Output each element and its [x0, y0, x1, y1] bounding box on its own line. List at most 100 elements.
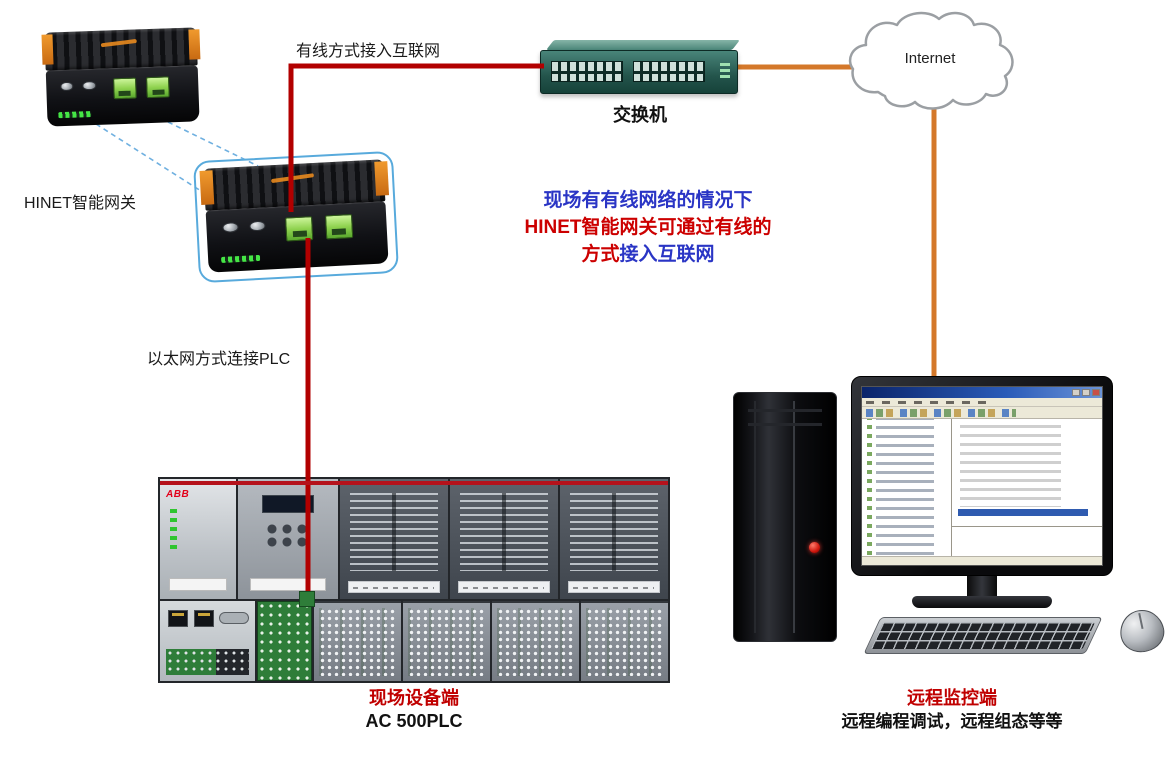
tower-panel-seam: [793, 401, 796, 633]
plc-io-channel-labels: [460, 493, 548, 571]
plc-terminal-block: [314, 601, 401, 681]
plc-io-module: [340, 479, 448, 599]
maximize-button-icon: [1082, 389, 1090, 396]
internet-cloud-icon: [848, 11, 1014, 110]
monitor-stand: [967, 576, 997, 596]
plc-ethernet-plug: [299, 591, 315, 607]
note-line2-emphasis: 有线的: [714, 217, 772, 238]
plc-keypad: [266, 523, 310, 549]
switch-led-strip: [720, 63, 730, 81]
monitor-screen: [861, 386, 1103, 566]
gateway-front-panel: [205, 200, 389, 273]
window-toolbar: [862, 407, 1102, 419]
plc-terminal-row: [160, 601, 668, 681]
plc-lcd-display: [262, 495, 314, 513]
plc-label-strip: [458, 581, 550, 593]
note-line1-text: 现场有有线网络的情况下: [543, 190, 753, 211]
window-menu-bar: [862, 398, 1102, 407]
property-rows: [960, 425, 1094, 508]
tower-drive-slot: [748, 423, 822, 426]
terminal-dot-grid: [319, 608, 396, 676]
terminal-dot-grid: [408, 608, 485, 676]
gateway-label: HINET智能网关: [24, 195, 137, 212]
plc-comm-terminals: [166, 649, 249, 675]
note-line2-prefix: HINET智能网关可通过: [524, 217, 715, 238]
switch-port-block: [551, 61, 623, 82]
panel-splitter: [952, 525, 1102, 527]
note-line-1: 现场有有线网络的情况下: [470, 187, 826, 214]
lan-port-icon: [285, 215, 314, 242]
keyboard: [863, 617, 1103, 654]
gateway-mount-ear: [41, 34, 54, 66]
field-caption-subtitle: AC 500PLC: [365, 711, 463, 731]
plc-terminal-block: [492, 601, 579, 681]
switch-top-face: [545, 40, 740, 50]
gateway-mount-ear: [374, 161, 389, 196]
switch-body: [540, 50, 738, 94]
close-button-icon: [1092, 389, 1100, 396]
plc-led-column: [170, 509, 177, 551]
gateway-device: [199, 159, 389, 273]
selected-row-highlight: [958, 509, 1088, 517]
rj45-port-icon: [168, 610, 188, 627]
lan-port-icon: [324, 213, 354, 239]
lan-port-icon: [146, 76, 170, 99]
window-title-bar: [862, 387, 1102, 398]
terminal-dot-grid: [586, 608, 663, 676]
window-status-bar: [862, 556, 1102, 565]
cloud-shape: [848, 11, 1014, 110]
plc-label-strip: [250, 578, 326, 591]
tower-power-button: [808, 541, 820, 553]
plc-cpu-module: [238, 479, 338, 599]
gateway-device-small: [41, 27, 201, 127]
gateway-front-panel: [45, 64, 200, 127]
wired-link-label: 有线方式接入互联网: [296, 43, 441, 60]
antenna-connector-icon: [59, 81, 74, 92]
monitor-bezel: [851, 376, 1113, 576]
lan-port-icon: [112, 77, 137, 100]
note-text: 现场有有线网络的情况下 HINET智能网关可通过有线的 方式接入互联网: [470, 187, 826, 268]
field-caption: 现场设备端 AC 500PLC: [314, 687, 514, 733]
pc-tower: [733, 392, 837, 642]
antenna-connector-icon: [222, 222, 240, 234]
rj45-port-icon: [194, 610, 214, 627]
plc-red-stripe: [160, 481, 668, 485]
plc-rack: ABB: [158, 477, 670, 683]
antenna-connector-icon: [82, 80, 97, 91]
plc-link-label: 以太网方式连接PLC: [147, 351, 291, 368]
note-line-2: HINET智能网关可通过有线的: [470, 214, 826, 241]
terminal-dot-grid: [497, 608, 574, 676]
gateway-led-strip: [220, 254, 261, 264]
field-caption-title: 现场设备端: [369, 688, 459, 708]
gateway-led-strip: [57, 111, 92, 119]
gateway-logo: [270, 173, 314, 184]
plc-label-strip: [348, 581, 440, 593]
plc-terminal-block: [403, 601, 490, 681]
note-line3-suffix: 接入互联网: [619, 244, 715, 265]
gateway-top-panel: [41, 27, 201, 71]
remote-caption-title: 远程监控端: [907, 688, 997, 708]
antenna-connector-icon: [249, 220, 267, 232]
switch-caption: 交换机: [613, 105, 667, 125]
project-tree-panel: [862, 419, 952, 556]
monitor-base: [912, 596, 1052, 608]
window-body: [862, 419, 1102, 556]
plc-io-module: [560, 479, 668, 599]
plc-label-strip: [169, 578, 227, 591]
gateway-mount-ear: [188, 29, 201, 60]
plc-comm-module: [160, 601, 255, 681]
monitor: [851, 376, 1113, 608]
mouse: [1116, 605, 1168, 657]
internet-label: Internet: [904, 50, 956, 67]
tower-panel-seam: [754, 401, 757, 633]
main-work-panel: [952, 419, 1102, 556]
tower-drive-slot: [748, 409, 822, 412]
plc-power-module: ABB: [160, 479, 236, 599]
plc-label-strip: [568, 581, 660, 593]
note-line3-emphasis: 方式: [581, 244, 620, 265]
keyboard-keys: [870, 622, 1096, 649]
plc-green-terminal: [257, 601, 312, 681]
dsub-connector-icon: [219, 612, 249, 624]
plc-terminal-block: [581, 601, 668, 681]
remote-caption-subtitle: 远程编程调试，远程组态等等: [841, 712, 1063, 731]
